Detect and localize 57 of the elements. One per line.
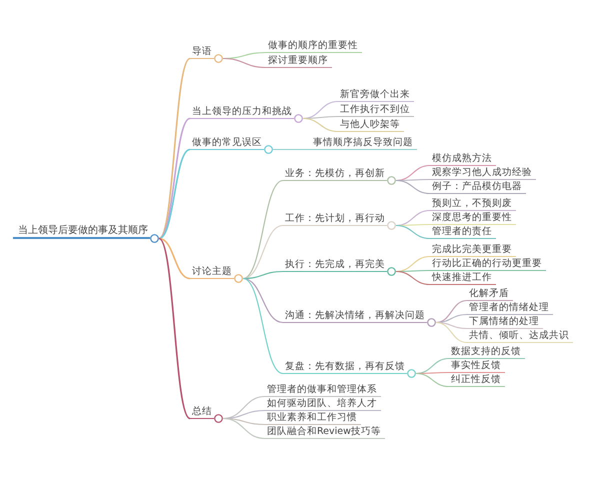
topic-label: 总结 [190,405,214,419]
topic-label: 沟通：先解决情绪，再解决问题 [283,309,427,323]
topic-label: 探讨重要顺序 [266,54,332,68]
branch-line [273,148,311,150]
topic-label: 做事的常见误区 [190,136,264,150]
branch-line [242,270,284,280]
topic-label: 复盘：先有数据，再有反馈 [283,360,407,374]
branch-line [158,238,191,420]
branch-line [436,300,468,324]
topic-label: 与他人吵架等 [338,118,404,132]
topic-label: 做事的顺序的重要性 [266,39,362,53]
topic-label: 导语 [190,45,214,59]
branch-line [158,148,190,240]
topic-label: 观察学习他人成功经验 [430,166,536,180]
topic-label: 团队融合和Review技巧等 [265,425,385,439]
branch-line [396,224,430,240]
topic-label: 管理者的情绪处理 [467,301,553,315]
topic-label: 纠正性反馈 [449,373,505,387]
topic-label: 如何驱动团队、培养人才 [265,397,381,411]
topic-label: 工作：先计划，再行动 [283,212,387,226]
branch-line [158,238,190,280]
branch-line [158,58,191,240]
topic-label: 事实性反馈 [449,359,505,373]
branch-line [242,180,284,279]
topic-label: 例子：产品模仿电器 [430,180,526,194]
topic-label: 数据支持的反馈 [449,345,525,359]
topic-label: 共情、倾听、达成共识 [467,329,573,343]
branch-line [396,180,430,194]
branch-line [222,58,266,68]
topic-label: 执行：先完成，再完美 [283,258,387,272]
branch-line [222,418,266,440]
branch-line [158,118,190,240]
topic-label: 管理者的做事和管理体系 [265,383,381,397]
topic-label: 新官旁做个出来 [338,88,414,102]
topic-label: 工作执行不到位 [338,103,414,117]
topic-label: 化解矛盾 [467,287,513,301]
topic-label: 业务：先模仿，再创新 [283,167,387,181]
branch-line [396,270,430,286]
branch-line [436,322,468,344]
topic-label: 行动比正确的行动更重要 [430,257,546,271]
topic-label: 预则立，不预则废 [430,197,516,211]
root-topic-label: 当上领导后要做的事及其顺序 [13,224,150,239]
topic-label: 事情顺序搞反导致问题 [311,136,417,150]
branch-line [416,372,450,388]
topic-label: 完成比完美更重要 [430,243,516,257]
branch-line [242,224,284,280]
topic-label: 当上领导的压力和挑战 [190,105,294,119]
branch-line [302,118,338,132]
topic-label: 模仿成熟方法 [430,152,496,166]
topic-label: 下属情绪的处理 [467,315,543,329]
topic-label: 讨论主题 [190,265,234,279]
topic-label: 管理者的责任 [430,225,496,239]
branch-line [242,278,284,324]
topic-label: 职业素养和工作习惯 [265,411,361,425]
topic-label: 深度思考的重要性 [430,211,516,225]
branch-line [242,278,284,374]
topic-label: 快速推进工作 [430,271,496,285]
